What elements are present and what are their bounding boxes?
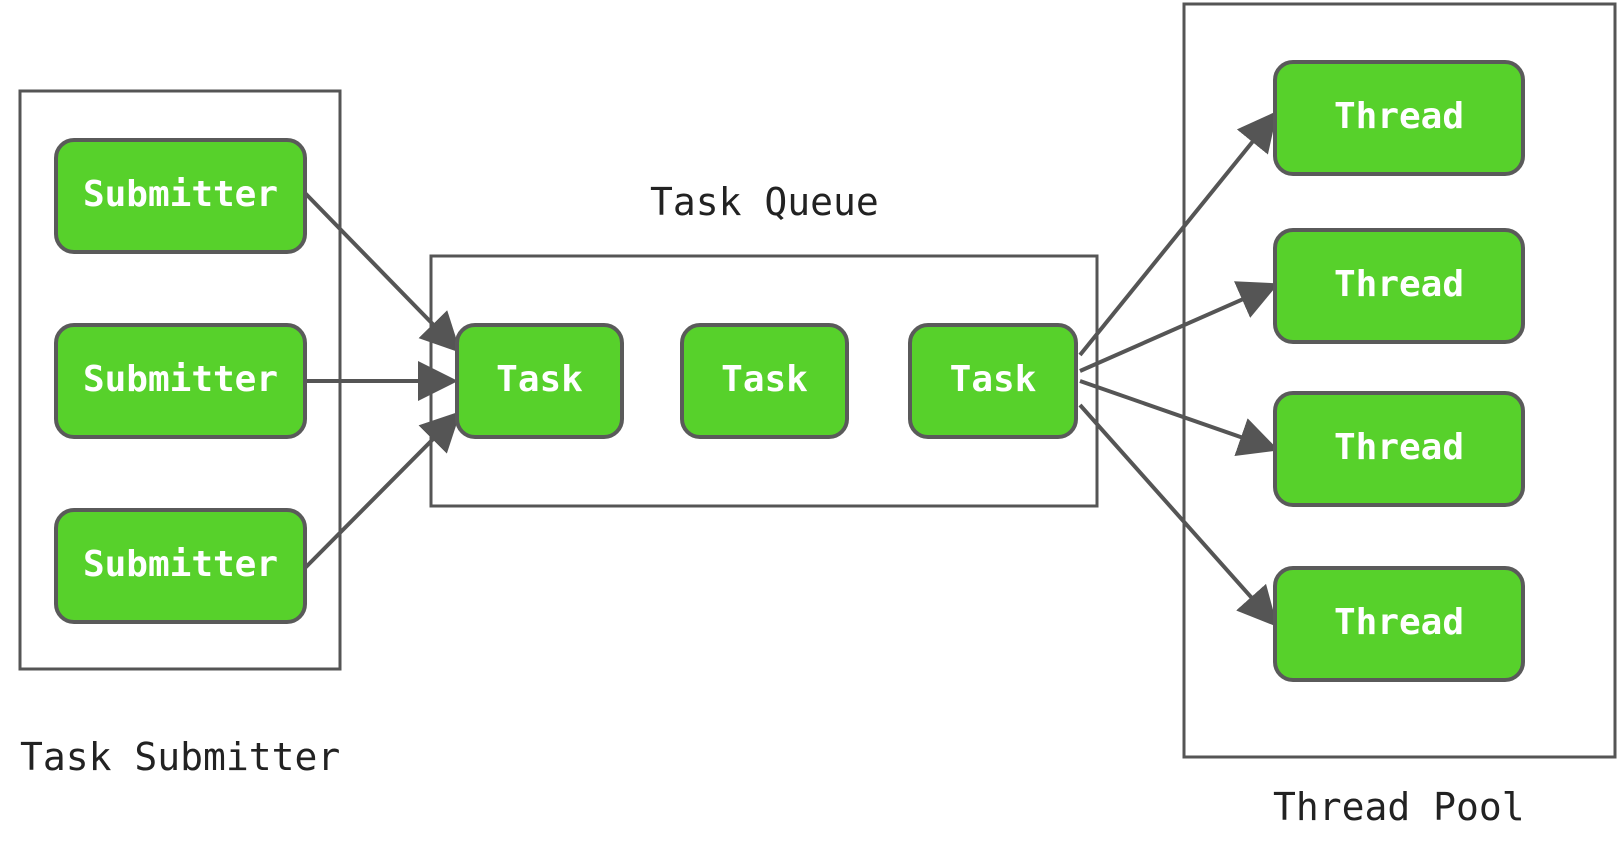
- edge-task-3-to-thread-4: [1078, 403, 1278, 627]
- pool-group-box: [1182, 2, 1617, 759]
- thread-node: Thread: [1273, 60, 1525, 176]
- submitter-label: Submitter: [83, 544, 278, 585]
- edge-task-3-to-thread-2: [1079, 281, 1279, 373]
- thread-label: Thread: [1334, 264, 1464, 305]
- edge-submitter-1-to-task-1: [303, 191, 461, 353]
- thread-label: Thread: [1334, 96, 1464, 137]
- thread-label: Thread: [1334, 427, 1464, 468]
- pool-group-title: Thread Pool: [1273, 785, 1525, 829]
- task-node: Task: [680, 323, 849, 439]
- task-node: Task: [908, 323, 1078, 439]
- submitter-node: Submitter: [54, 138, 307, 254]
- task-label: Task: [496, 359, 583, 400]
- submitter-label: Submitter: [83, 359, 278, 400]
- submitter-node: Submitter: [54, 323, 307, 439]
- edge-task-3-to-thread-3: [1079, 379, 1279, 457]
- task-node: Task: [455, 323, 624, 439]
- task-label: Task: [721, 359, 808, 400]
- edge-submitter-3-to-task-1: [303, 411, 461, 570]
- submitter-group-title: Task Submitter: [20, 735, 340, 779]
- thread-node: Thread: [1273, 391, 1525, 507]
- thread-node: Thread: [1273, 566, 1525, 682]
- task-label: Task: [950, 359, 1037, 400]
- thread-node: Thread: [1273, 228, 1525, 344]
- submitter-node: Submitter: [54, 508, 307, 624]
- submitter-label: Submitter: [83, 174, 278, 215]
- queue-group-title: Task Queue: [650, 180, 879, 224]
- edge-task-3-to-thread-1: [1078, 110, 1278, 357]
- thread-label: Thread: [1334, 602, 1464, 643]
